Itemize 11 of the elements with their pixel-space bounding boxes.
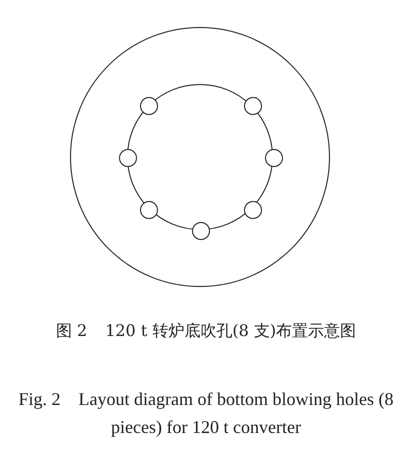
figure-caption: Layout diagram of bottom blowing holes (8 pieces) for 120 t converter (78, 389, 394, 437)
blowing-hole (192, 222, 210, 240)
blowing-hole (265, 149, 283, 167)
blowing-hole (140, 97, 158, 116)
blowing-hole (244, 200, 262, 219)
figure-caption: 120 t 转炉底吹孔(8 支)布置示意图 (105, 321, 356, 340)
figure-number: Fig. 2 (18, 389, 61, 409)
blowing-hole (140, 200, 158, 219)
figure-number: 图 2 (56, 321, 88, 340)
blowing-hole (244, 97, 262, 116)
blowing-hole (119, 149, 137, 167)
